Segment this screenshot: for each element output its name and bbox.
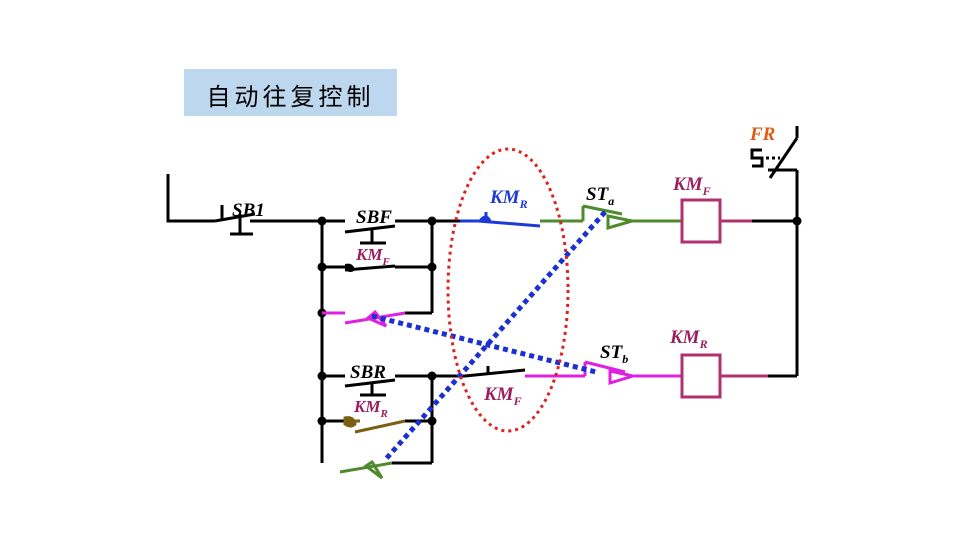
label-kmr-coil-main: KM	[669, 327, 701, 348]
label-kmr-coil: KMR	[669, 327, 708, 351]
node-dot	[317, 371, 327, 381]
title-box: 自动往复控制	[184, 69, 397, 116]
fr-thermal-symbol	[750, 148, 780, 168]
label-stb-sub: b	[622, 352, 628, 366]
main-wiring	[166, 126, 799, 465]
label-sta-sub: a	[608, 194, 614, 208]
sta-contact-forward	[540, 204, 682, 230]
sbr-contact	[344, 378, 396, 388]
label-kmr-hold: KMR	[353, 397, 388, 420]
label-sbr: SBR	[350, 362, 386, 383]
label-kmf-hold-main: KM	[355, 245, 383, 264]
sbf-contact	[344, 224, 396, 234]
label-stb: STb	[600, 342, 628, 366]
label-kmf-hold: KMF	[355, 245, 390, 268]
label-stb-main: ST	[600, 342, 624, 363]
label-kmf-coil-main: KM	[672, 174, 704, 195]
coil-kmr	[680, 353, 768, 399]
sta-contact-reverse	[339, 459, 393, 480]
mechanical-linkage	[371, 210, 607, 462]
linkage-stb	[371, 313, 597, 375]
kmr-nc-contact	[460, 212, 541, 228]
coil-kmf	[680, 198, 752, 244]
kmf-hold-blob	[345, 263, 355, 272]
node-dot	[427, 416, 437, 426]
label-kmf-coil-sub: F	[702, 184, 711, 198]
node-dot	[317, 216, 327, 226]
label-kmf-hold-sub: F	[381, 256, 390, 268]
diagram-title: 自动往复控制	[206, 83, 375, 111]
label-kmr-coil-sub: R	[699, 337, 708, 351]
label-sta-main: ST	[586, 184, 610, 205]
label-kmr-nc-main: KM	[489, 187, 521, 208]
label-kmr-nc-sub: R	[519, 197, 528, 211]
label-sta: STa	[586, 184, 614, 208]
node-dot	[427, 371, 437, 381]
node-dot	[427, 216, 437, 226]
label-sbf: SBF	[356, 207, 392, 228]
label-fr: FR	[749, 124, 775, 145]
label-kmr-hold-sub: R	[379, 408, 387, 420]
kmr-hold-contact	[343, 416, 406, 434]
node-dot	[317, 416, 327, 426]
label-sb1: SB1	[232, 200, 265, 221]
label-kmf-nc-sub: F	[513, 394, 522, 408]
kmf-coil-box	[680, 198, 722, 244]
input-wire	[166, 174, 215, 223]
sb1-contact	[214, 212, 256, 223]
label-kmf-nc: KMF	[483, 384, 522, 408]
kmr-coil-box	[680, 353, 722, 399]
label-kmf-nc-main: KM	[483, 384, 515, 405]
label-kmr-hold-main: KM	[353, 397, 381, 416]
node-dot	[317, 262, 327, 272]
label-kmf-coil: KMF	[672, 174, 711, 198]
node-dot	[792, 216, 802, 226]
kmf-nc-contact	[464, 368, 526, 378]
interlock-highlight-ellipse	[446, 147, 570, 433]
node-dot	[427, 262, 437, 272]
linkage-sta	[383, 210, 607, 462]
stb-contact-reverse	[525, 360, 682, 386]
label-kmr-nc: KMR	[489, 187, 528, 211]
